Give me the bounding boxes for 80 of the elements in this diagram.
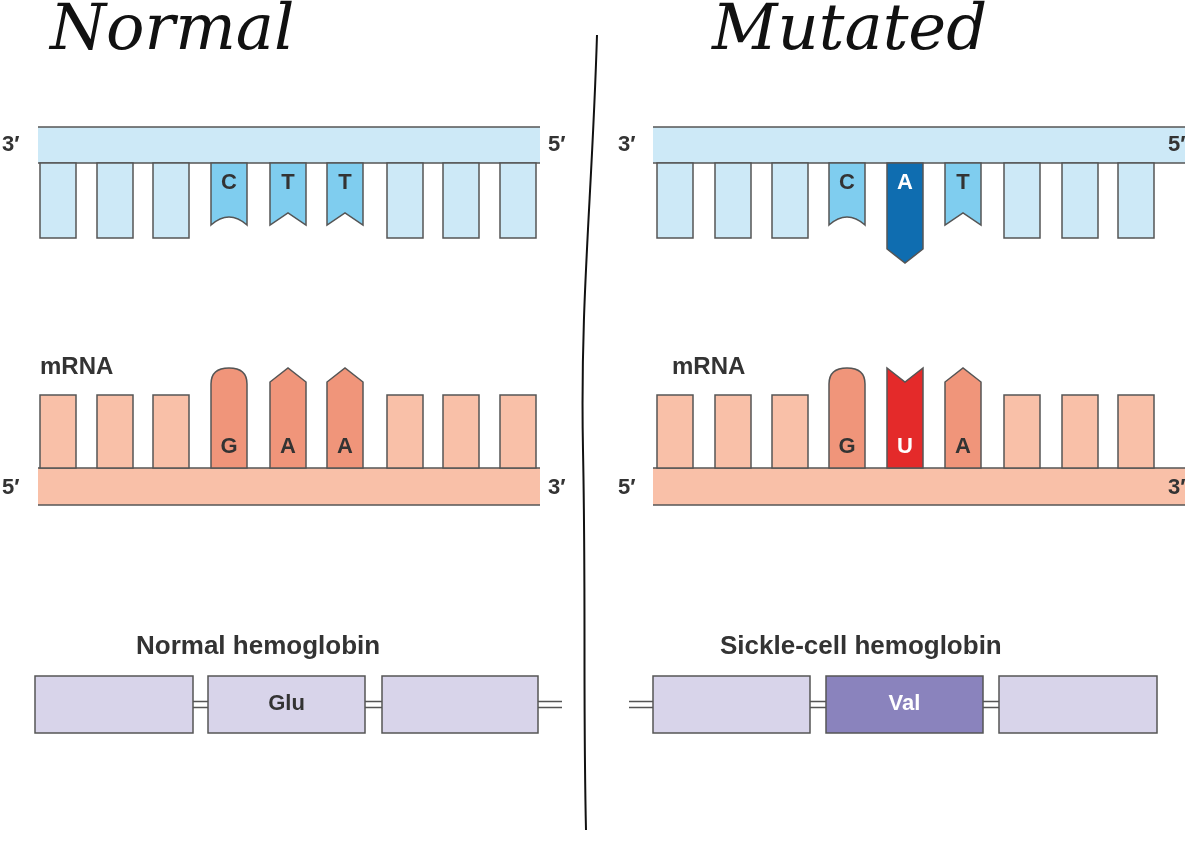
strand-end-label: 3′ (548, 474, 566, 500)
section-label: Sickle-cell hemoglobin (720, 630, 1002, 661)
base-block (1118, 395, 1154, 468)
backbone-bar (653, 468, 1185, 505)
strand-end-label: 5′ (2, 474, 20, 500)
base-block (772, 395, 808, 468)
section-label: mRNA (672, 352, 746, 380)
base-block (500, 163, 536, 238)
protein-segment (382, 676, 538, 733)
backbone-bar (653, 127, 1185, 163)
base-block (387, 395, 423, 468)
base-letter: C (220, 169, 238, 195)
strand-end-label: 5′ (618, 474, 636, 500)
handwritten-heading: Normal (50, 0, 295, 64)
section-label: mRNA (40, 352, 114, 380)
base-block (500, 395, 536, 468)
strand-end-label: 5′ (548, 131, 566, 157)
base-block (211, 163, 247, 225)
base-block (270, 163, 306, 225)
section-label: Normal hemoglobin (136, 630, 381, 661)
peptide-link (809, 700, 827, 709)
base-block (153, 163, 189, 238)
amino-acid-label: Glu (267, 690, 306, 716)
base-block (40, 163, 76, 238)
base-letter: C (838, 169, 856, 195)
protein-segment (208, 676, 365, 733)
peptide-link (628, 700, 654, 709)
amino-acid-label: Val (887, 690, 922, 716)
base-block (443, 395, 479, 468)
base-block (270, 368, 306, 468)
base-block (97, 395, 133, 468)
base-letter: A (954, 433, 972, 459)
backbone-bar (38, 468, 540, 505)
base-block (1004, 163, 1040, 238)
base-block (1062, 163, 1098, 238)
protein-segment (653, 676, 810, 733)
base-letter: G (219, 433, 239, 459)
base-block (387, 163, 423, 238)
base-block (829, 163, 865, 225)
base-block (1118, 163, 1154, 238)
base-block (657, 395, 693, 468)
base-block (715, 163, 751, 238)
base-block (443, 163, 479, 238)
base-letter: A (336, 433, 354, 459)
protein-segment (35, 676, 193, 733)
base-block (1062, 395, 1098, 468)
protein-segment (999, 676, 1157, 733)
peptide-link (982, 700, 1000, 709)
base-block (327, 163, 363, 225)
base-block (40, 395, 76, 468)
strand-end-label: 3′ (1168, 474, 1185, 500)
base-block (945, 368, 981, 468)
backbone-bar (38, 127, 540, 163)
base-letter: A (279, 433, 297, 459)
strand-end-label: 3′ (618, 131, 636, 157)
base-block (772, 163, 808, 238)
strand-end-label: 3′ (2, 131, 20, 157)
base-letter: A (896, 169, 914, 195)
strand-end-label: 5′ (1168, 131, 1185, 157)
base-letter: T (955, 169, 971, 195)
peptide-link (364, 700, 383, 709)
base-block (153, 395, 189, 468)
peptide-link (537, 700, 563, 709)
base-block (211, 368, 247, 468)
peptide-link (192, 700, 209, 709)
protein-segment (826, 676, 983, 733)
base-block (715, 395, 751, 468)
base-block (1004, 395, 1040, 468)
base-block (887, 368, 923, 468)
base-block (97, 163, 133, 238)
base-letter: G (837, 433, 857, 459)
base-letter: U (896, 433, 914, 459)
base-block (887, 163, 923, 263)
base-block (327, 368, 363, 468)
base-block (829, 368, 865, 468)
base-block (945, 163, 981, 225)
base-letter: T (337, 169, 353, 195)
base-letter: T (280, 169, 296, 195)
base-block (657, 163, 693, 238)
handwritten-heading: Mutated (712, 0, 988, 64)
